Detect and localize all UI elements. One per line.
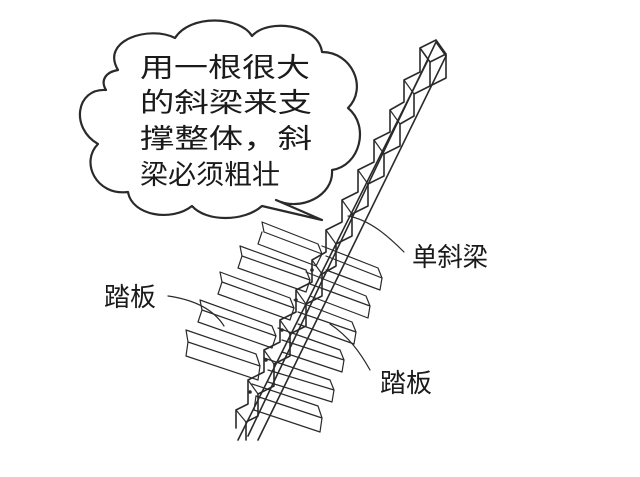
label-tread-left: 踏板 <box>104 283 156 313</box>
tread-boards <box>185 221 383 433</box>
leader-tread-left <box>167 295 225 327</box>
bubble-line-3: 撑整体，斜 <box>140 124 312 155</box>
label-single-beam: 单斜梁 <box>412 243 488 273</box>
label-tread-right: 踏板 <box>380 369 432 399</box>
leader-tread-right <box>329 323 371 371</box>
bubble-line-1: 用一根很大 <box>140 53 310 84</box>
bubble-line-4: 梁必须粗壮 <box>140 160 280 191</box>
stair-stringer <box>235 39 447 441</box>
single-beam <box>237 41 447 441</box>
bubble-line-2: 的斜梁来支 <box>140 88 312 119</box>
leader-single-beam <box>347 215 405 253</box>
speech-bubble: 用一根很大 的斜梁来支 撑整体，斜 梁必须粗壮 <box>78 19 362 222</box>
